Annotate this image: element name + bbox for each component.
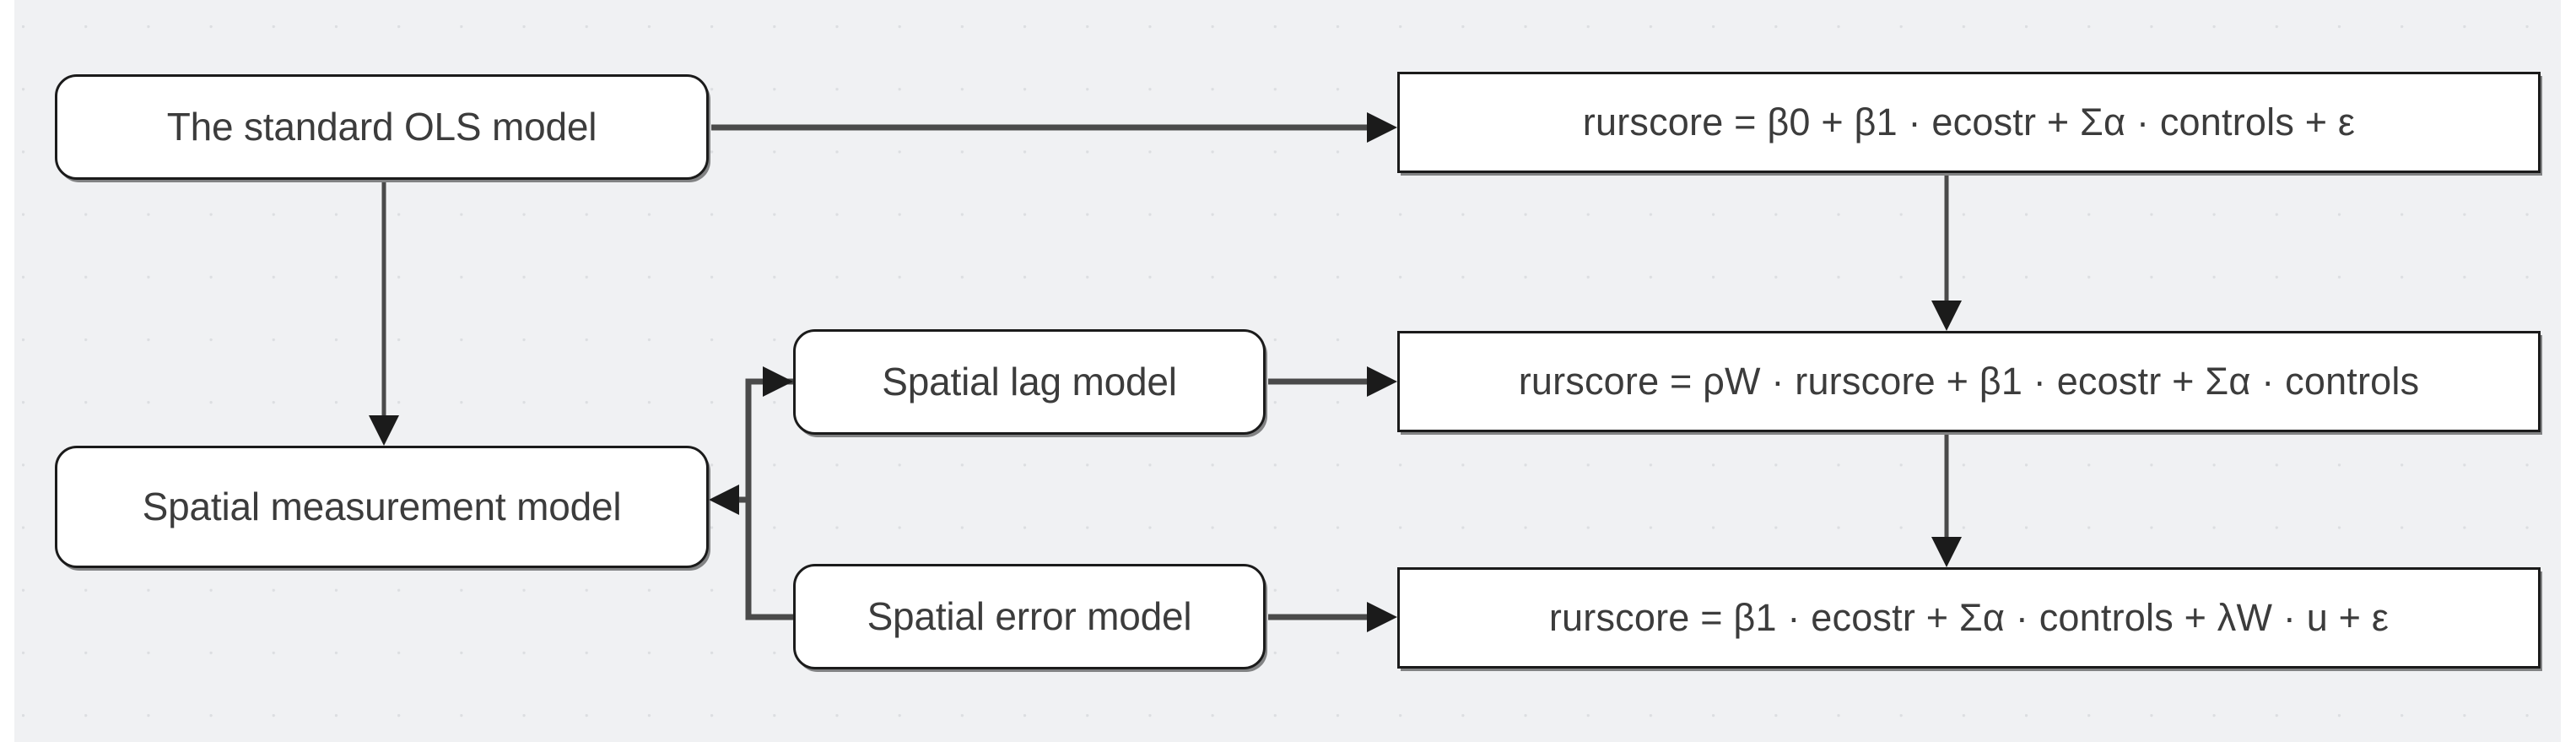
node-label: Spatial lag model — [882, 360, 1177, 404]
equation-label: rurscore = β0 + β1 · ecostr + Σα · contr… — [1582, 100, 2356, 144]
equation-label: rurscore = ρW · rurscore + β1 · ecostr +… — [1518, 360, 2420, 403]
node-equation-spatial-error[interactable]: rurscore = β1 · ecostr + Σα · controls +… — [1397, 567, 2541, 669]
node-equation-spatial-lag[interactable]: rurscore = ρW · rurscore + β1 · ecostr +… — [1397, 331, 2541, 432]
node-spatial-error-model[interactable]: Spatial error model — [793, 564, 1266, 669]
node-spatial-measurement-model[interactable]: Spatial measurement model — [55, 446, 709, 568]
node-label: Spatial measurement model — [142, 485, 622, 529]
node-label: The standard OLS model — [166, 105, 597, 149]
node-spatial-lag-model[interactable]: Spatial lag model — [793, 329, 1266, 435]
node-label: Spatial error model — [867, 594, 1192, 639]
node-equation-ols[interactable]: rurscore = β0 + β1 · ecostr + Σα · contr… — [1397, 72, 2541, 173]
node-standard-ols-model[interactable]: The standard OLS model — [55, 74, 709, 180]
equation-label: rurscore = β1 · ecostr + Σα · controls +… — [1548, 596, 2390, 640]
